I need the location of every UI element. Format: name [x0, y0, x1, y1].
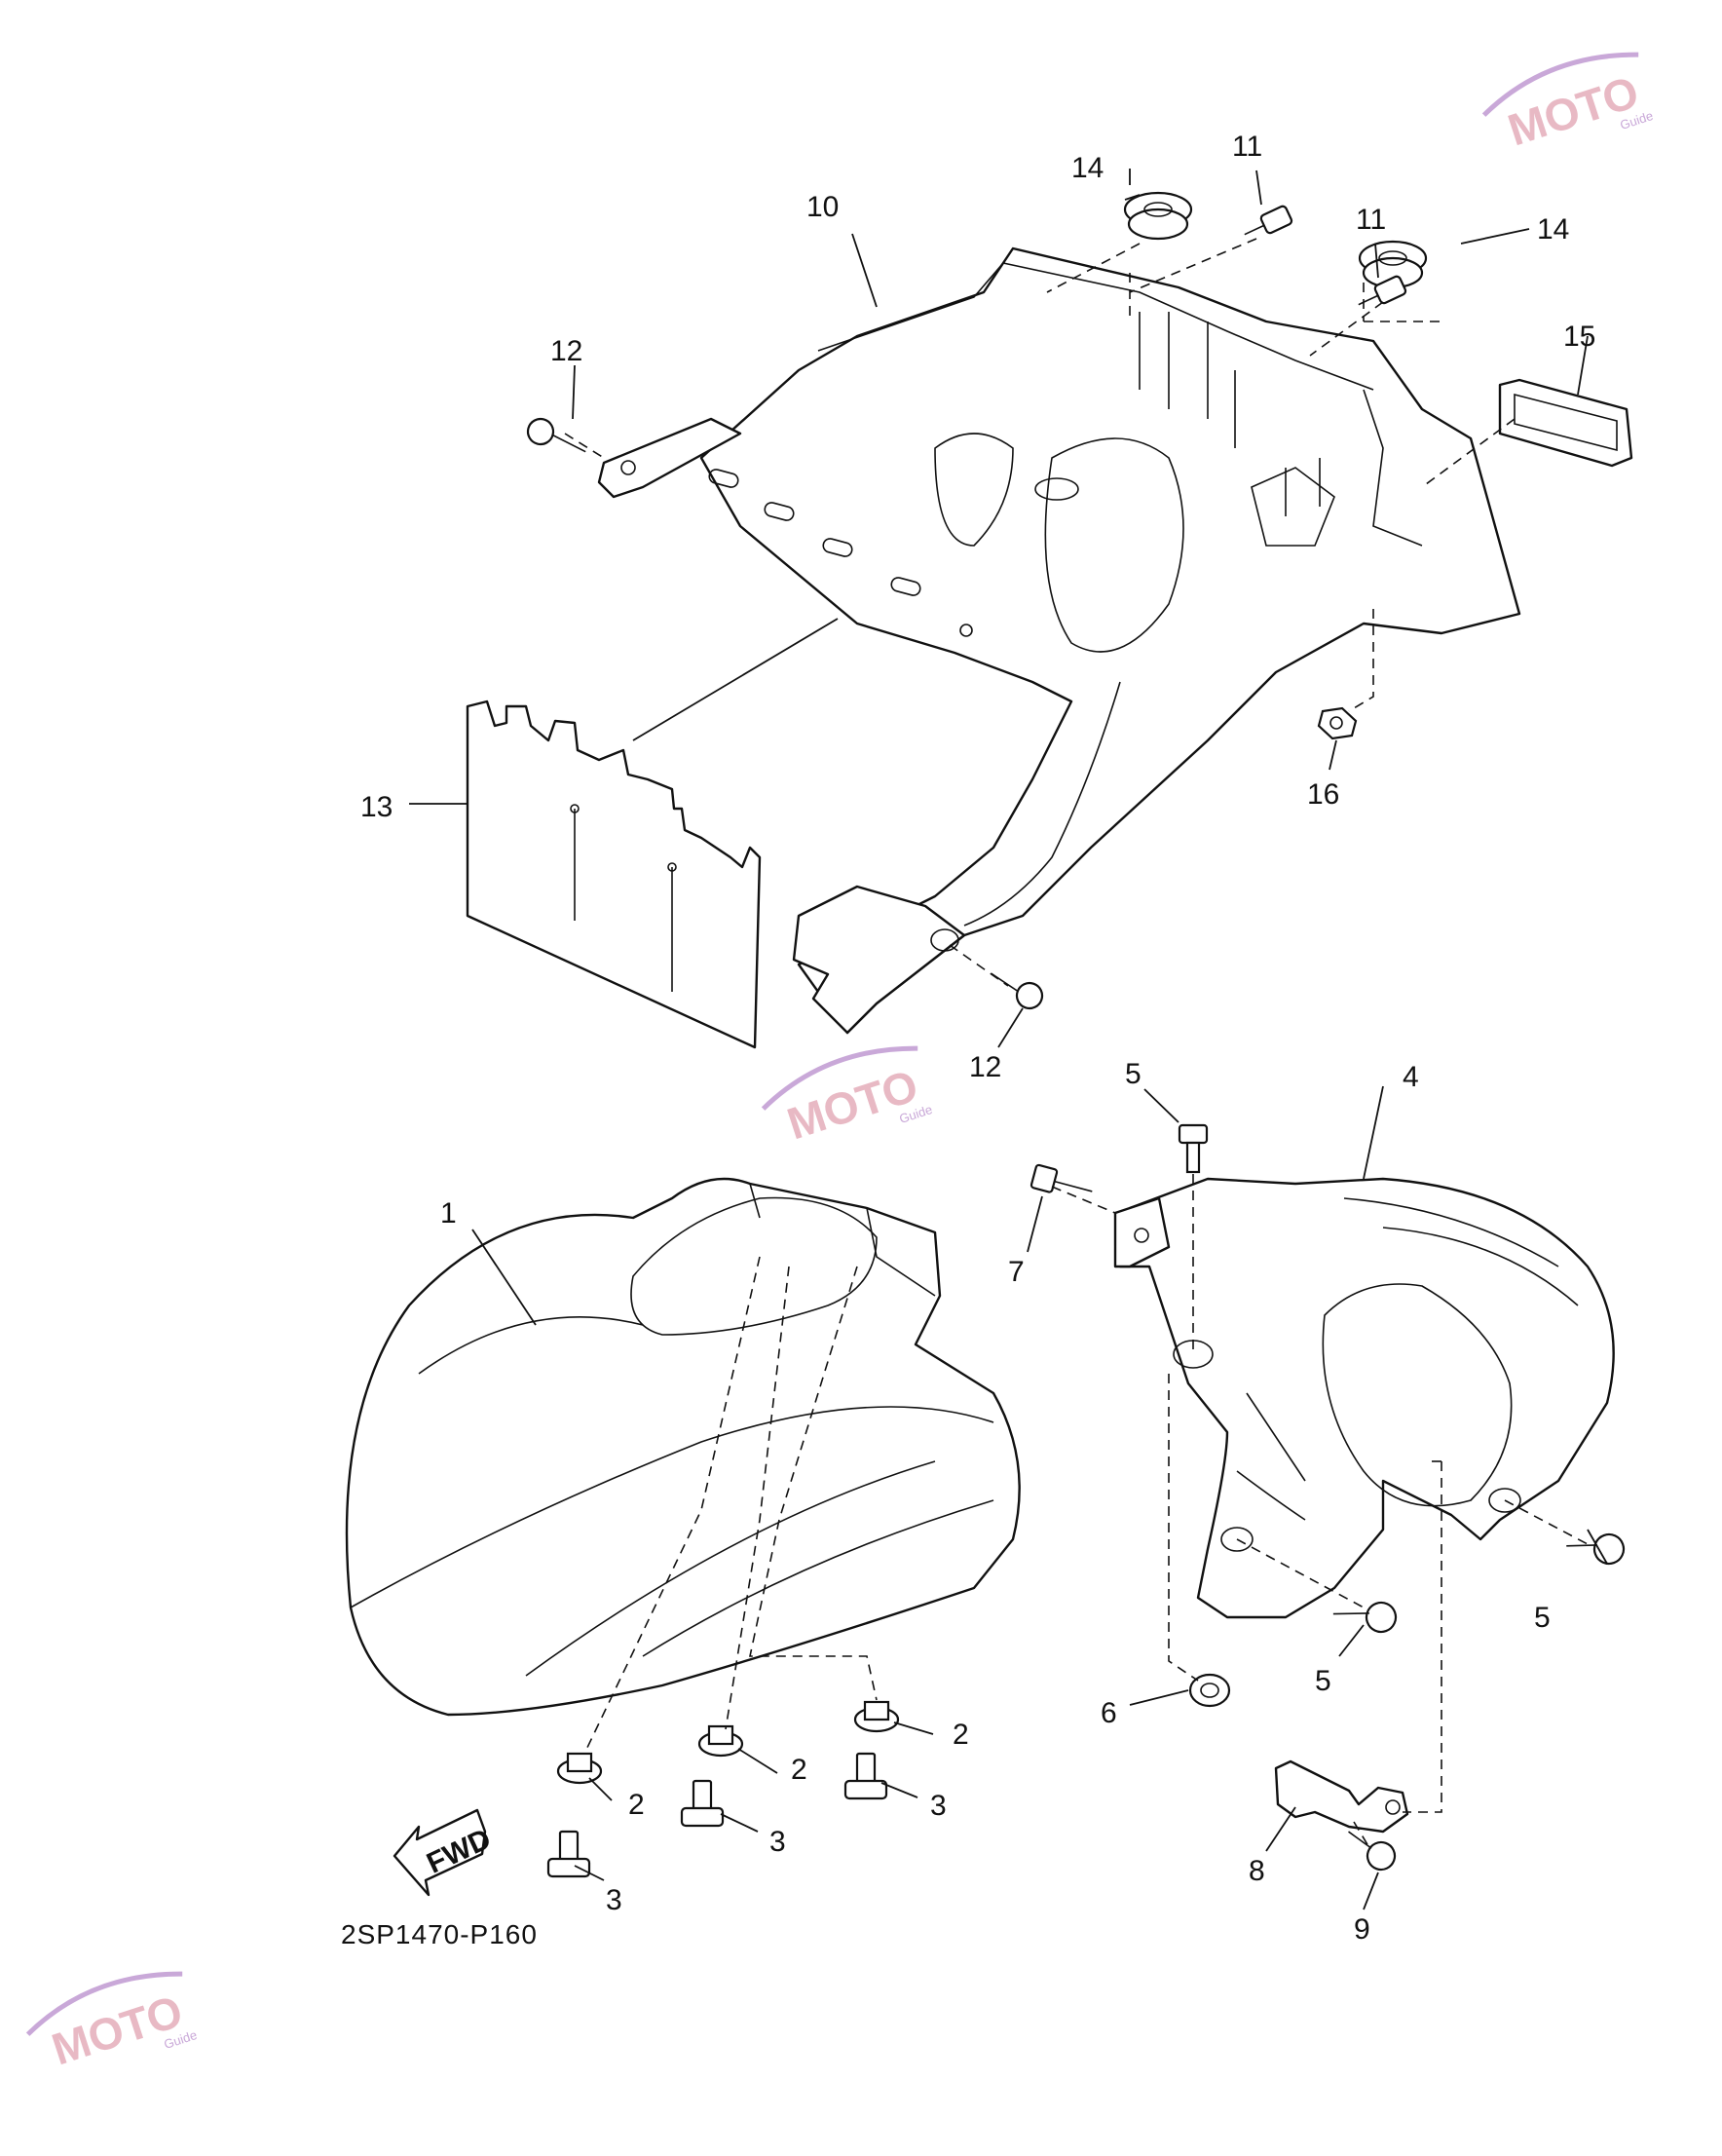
forward-direction-arrow: FWD [393, 1808, 496, 1897]
bolt [1178, 1123, 1209, 1174]
bolt [1566, 1532, 1626, 1566]
callout-5: 5 [1125, 1058, 1142, 1090]
bolt [546, 1830, 591, 1878]
bolt-set [526, 205, 1626, 1878]
callout-1: 1 [440, 1197, 457, 1229]
callout-13: 13 [360, 791, 393, 823]
mounting-slots [708, 469, 973, 637]
grommet [1123, 191, 1193, 241]
screw [1244, 205, 1293, 236]
reflector [1498, 378, 1633, 468]
callout-16: 16 [1307, 778, 1339, 811]
rear-fender [1113, 1177, 1615, 1619]
nut [1317, 706, 1358, 740]
callout-5: 5 [1315, 1665, 1331, 1697]
callout-11: 11 [1356, 204, 1386, 236]
callout-12: 12 [969, 1051, 1001, 1083]
watermark-text: MOTO [781, 1060, 924, 1150]
diagram-code: 2SP1470-P160 [341, 1919, 538, 1949]
inner-fender-tray [597, 246, 1521, 1035]
assembly-lines [564, 238, 1589, 1847]
mud-flap [466, 700, 762, 1049]
callout-6: 6 [1101, 1697, 1117, 1729]
collar [556, 1752, 603, 1785]
callout-12: 12 [550, 335, 582, 367]
watermark-text: MOTO [1502, 66, 1645, 156]
bolt [1029, 1163, 1093, 1193]
callout-14: 14 [1071, 152, 1104, 184]
rubber-grommet [1188, 1673, 1231, 1708]
callout-2: 2 [953, 1719, 969, 1751]
callout-5: 5 [1534, 1602, 1551, 1634]
collar [697, 1724, 744, 1758]
screw [1358, 275, 1407, 306]
watermark-logo: MOTO Guide [761, 1045, 934, 1150]
callout-labels: 1 2 2 2 3 3 3 4 5 5 5 6 7 8 9 10 11 11 1… [360, 131, 1595, 1946]
callout-10: 10 [806, 191, 839, 223]
callout-14: 14 [1537, 213, 1569, 246]
screw [1348, 1831, 1397, 1872]
leader-lines [409, 169, 1608, 1910]
callout-2: 2 [628, 1789, 645, 1821]
collar [853, 1700, 900, 1733]
callout-2: 2 [791, 1754, 807, 1786]
watermark-logo: MOTO Guide [1481, 52, 1655, 156]
callout-3: 3 [930, 1790, 947, 1822]
bolt [1332, 1601, 1398, 1634]
callout-3: 3 [769, 1826, 786, 1858]
callout-4: 4 [1403, 1061, 1419, 1093]
callout-3: 3 [606, 1884, 622, 1916]
watermark-logo: MOTO Guide [25, 1971, 199, 2075]
callout-8: 8 [1249, 1855, 1265, 1887]
screw [526, 417, 586, 453]
callout-11: 11 [1232, 131, 1262, 163]
bracket [1274, 1759, 1409, 1834]
front-fender [345, 1177, 1021, 1717]
callout-7: 7 [1008, 1256, 1025, 1288]
bolt [680, 1779, 725, 1828]
bolt [843, 1752, 888, 1800]
callout-9: 9 [1354, 1913, 1370, 1946]
callout-15: 15 [1563, 321, 1595, 353]
watermark-text: MOTO [46, 1986, 189, 2075]
